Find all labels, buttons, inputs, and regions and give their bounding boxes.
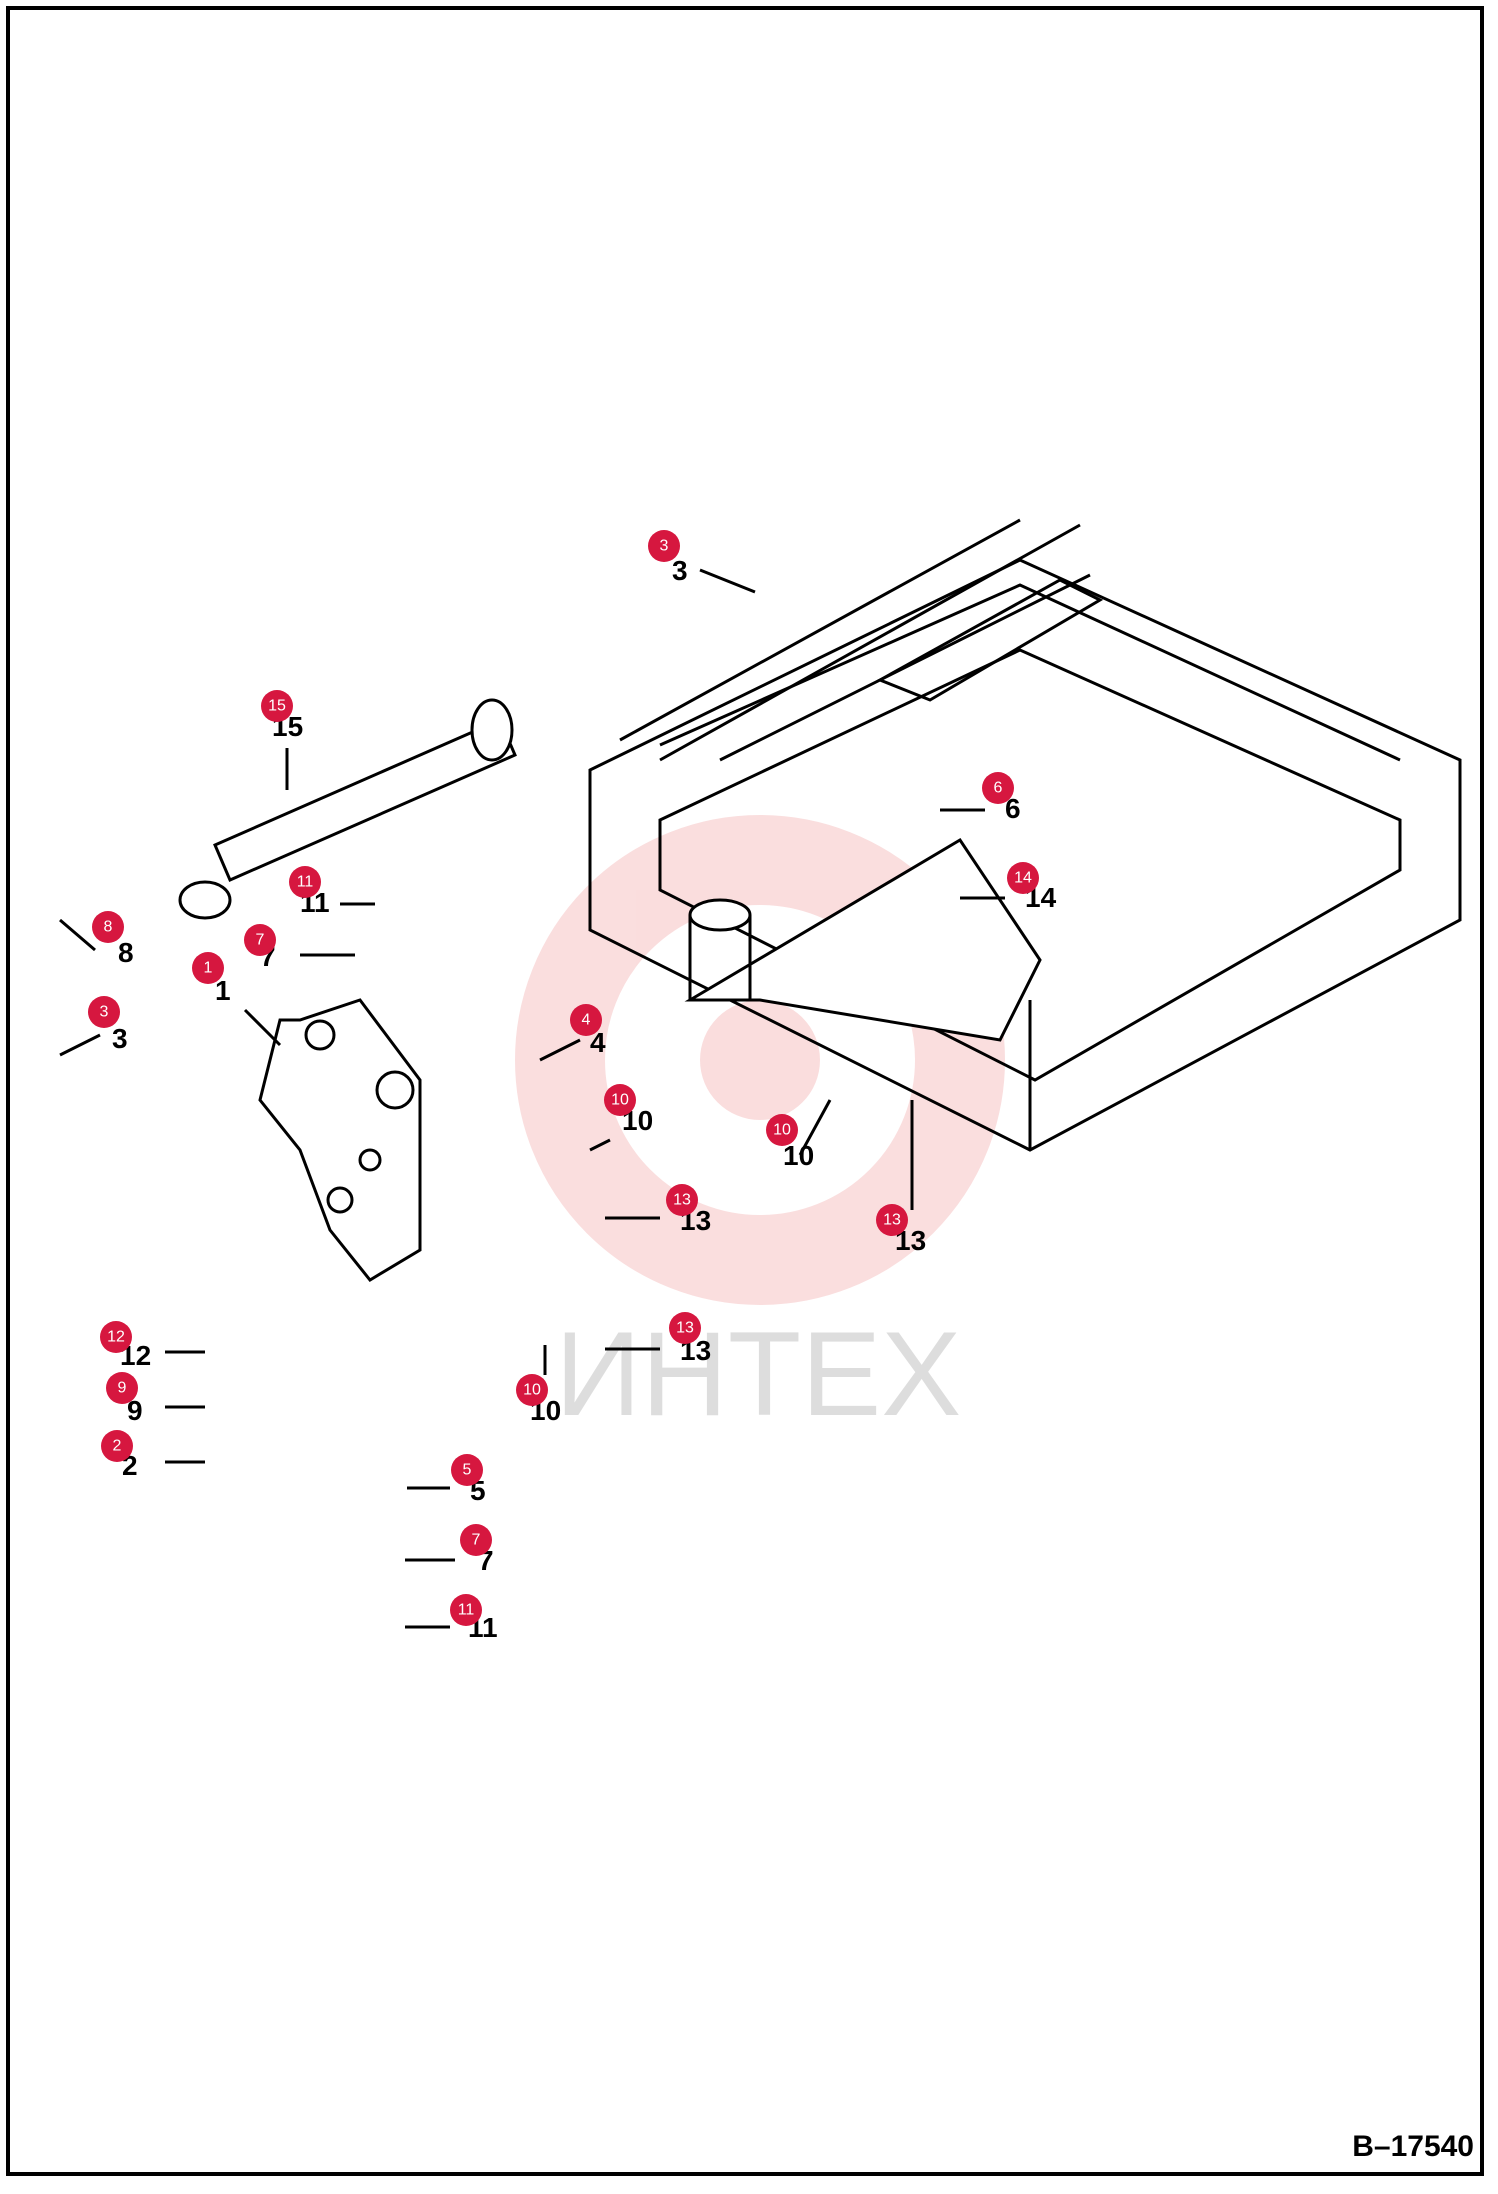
- callout-badge-c14[interactable]: 14: [1007, 862, 1039, 894]
- leader-line-c3a: [699, 568, 756, 594]
- callout-badge-text: 2: [113, 1438, 122, 1455]
- callout-badge-circle: [604, 1084, 636, 1116]
- callout-badge-circle: [244, 924, 276, 956]
- callout-badge-c4[interactable]: 4: [570, 1004, 602, 1036]
- callout-badge-circle: [516, 1374, 548, 1406]
- callout-badge-text: 9: [118, 1380, 127, 1397]
- callout-badge-circle: [570, 1004, 602, 1036]
- callout-badge-circle: [982, 772, 1014, 804]
- watermark-text: ИНТЕХ: [555, 1307, 961, 1441]
- callout-badge-c9[interactable]: 9: [106, 1372, 138, 1404]
- callout-badge-text: 4: [582, 1012, 591, 1029]
- callout-badge-circle: [192, 952, 224, 984]
- callout-badge-text: 12: [107, 1329, 125, 1346]
- callout-badge-text: 11: [458, 1602, 475, 1619]
- callout-badge-circle: [669, 1312, 701, 1344]
- frame-structure: [588, 518, 1462, 1152]
- callout-label-c6: 6: [1005, 793, 1021, 824]
- callout-badge-circle: [92, 911, 124, 943]
- callout-badge-c7a[interactable]: 7: [244, 924, 276, 956]
- callout-badge-c3a[interactable]: 3: [648, 530, 680, 562]
- callout-badge-text: 5: [463, 1462, 472, 1479]
- leader-line-c8: [59, 918, 96, 952]
- callout-badge-circle: [106, 1372, 138, 1404]
- callout-label-c1: 1: [215, 975, 231, 1006]
- callout-badge-c13b[interactable]: 13: [876, 1204, 908, 1236]
- callout-badge-text: 10: [523, 1382, 541, 1399]
- callout-badge-circle: [648, 530, 680, 562]
- callout-label-c10b: 10: [783, 1140, 814, 1171]
- callout-badge-circle: [460, 1524, 492, 1556]
- drawing-number: B–17540: [1352, 2130, 1474, 2163]
- pivot-arm: [684, 837, 1042, 1042]
- leader-lines: [59, 568, 1005, 1629]
- callout-badge-c10b[interactable]: 10: [766, 1114, 798, 1146]
- callout-badge-c6[interactable]: 6: [982, 772, 1014, 804]
- callout-label-c4: 4: [590, 1027, 606, 1058]
- callout-badge-c11b[interactable]: 11: [450, 1594, 482, 1626]
- leader-line-c10b: [798, 1099, 832, 1156]
- callout-badge-circle: [101, 1430, 133, 1462]
- callout-badge-c11a[interactable]: 11: [289, 866, 321, 898]
- callout-badge-c7b[interactable]: 7: [460, 1524, 492, 1556]
- callout-badge-circle: [451, 1454, 483, 1486]
- callout-badge-text: 13: [676, 1320, 694, 1337]
- callout-badge-c3b[interactable]: 3: [88, 996, 120, 1028]
- callout-label-c8: 8: [118, 937, 134, 968]
- callout-label-c3b: 3: [112, 1023, 128, 1054]
- callout-label-c9: 9: [127, 1395, 143, 1426]
- callout-badge-text: 6: [994, 780, 1003, 797]
- callout-badge-circle: [100, 1321, 132, 1353]
- callout-badge-text: 10: [611, 1092, 629, 1109]
- drawing-frame: [6, 6, 1484, 2176]
- callout-badge-text: 7: [256, 932, 265, 949]
- callout-badge-circle: [766, 1114, 798, 1146]
- callout-badge-text: 8: [104, 919, 113, 936]
- callout-badge-circle: [261, 690, 293, 722]
- callout-badge-text: 15: [268, 698, 286, 715]
- callout-badge-c13a[interactable]: 13: [666, 1184, 698, 1216]
- callout-badge-c2[interactable]: 2: [101, 1430, 133, 1462]
- callout-badge-circle: [666, 1184, 698, 1216]
- callout-badge-text: 3: [100, 1004, 109, 1021]
- callout-badge-c15[interactable]: 15: [261, 690, 293, 722]
- swing-bracket: [258, 998, 422, 1282]
- callout-badge-circle: [88, 996, 120, 1028]
- leader-line-c4: [539, 1038, 581, 1062]
- callout-badge-c12[interactable]: 12: [100, 1321, 132, 1353]
- callout-badge-circle: [1007, 862, 1039, 894]
- callout-badge-text: 11: [297, 874, 314, 891]
- callout-badge-c5[interactable]: 5: [451, 1454, 483, 1486]
- callout-badge-text: 7: [472, 1532, 481, 1549]
- callout-badge-c10c[interactable]: 10: [516, 1374, 548, 1406]
- callout-badge-text: 10: [773, 1122, 791, 1139]
- leader-line-c10a: [589, 1138, 611, 1152]
- callout-badge-text: 1: [204, 960, 213, 977]
- callout-label-c3a: 3: [672, 555, 688, 586]
- callout-badge-c8[interactable]: 8: [92, 911, 124, 943]
- cylinder: [178, 698, 517, 920]
- callout-badge-c1[interactable]: 1: [192, 952, 224, 984]
- callout-badge-c10a[interactable]: 10: [604, 1084, 636, 1116]
- callout-labels: 3315156614148811117711443310101010131313…: [88, 530, 1057, 1643]
- callout-badge-text: 3: [660, 538, 669, 555]
- callout-badge-text: 13: [883, 1212, 901, 1229]
- callout-badge-circle: [450, 1594, 482, 1626]
- leader-line-c3b: [59, 1033, 101, 1057]
- callout-badge-circle: [876, 1204, 908, 1236]
- callout-badge-c13c[interactable]: 13: [669, 1312, 701, 1344]
- callout-badge-text: 14: [1014, 870, 1032, 887]
- callout-badge-circle: [289, 866, 321, 898]
- callout-badge-text: 13: [673, 1192, 691, 1209]
- leader-line-c1: [243, 1008, 282, 1047]
